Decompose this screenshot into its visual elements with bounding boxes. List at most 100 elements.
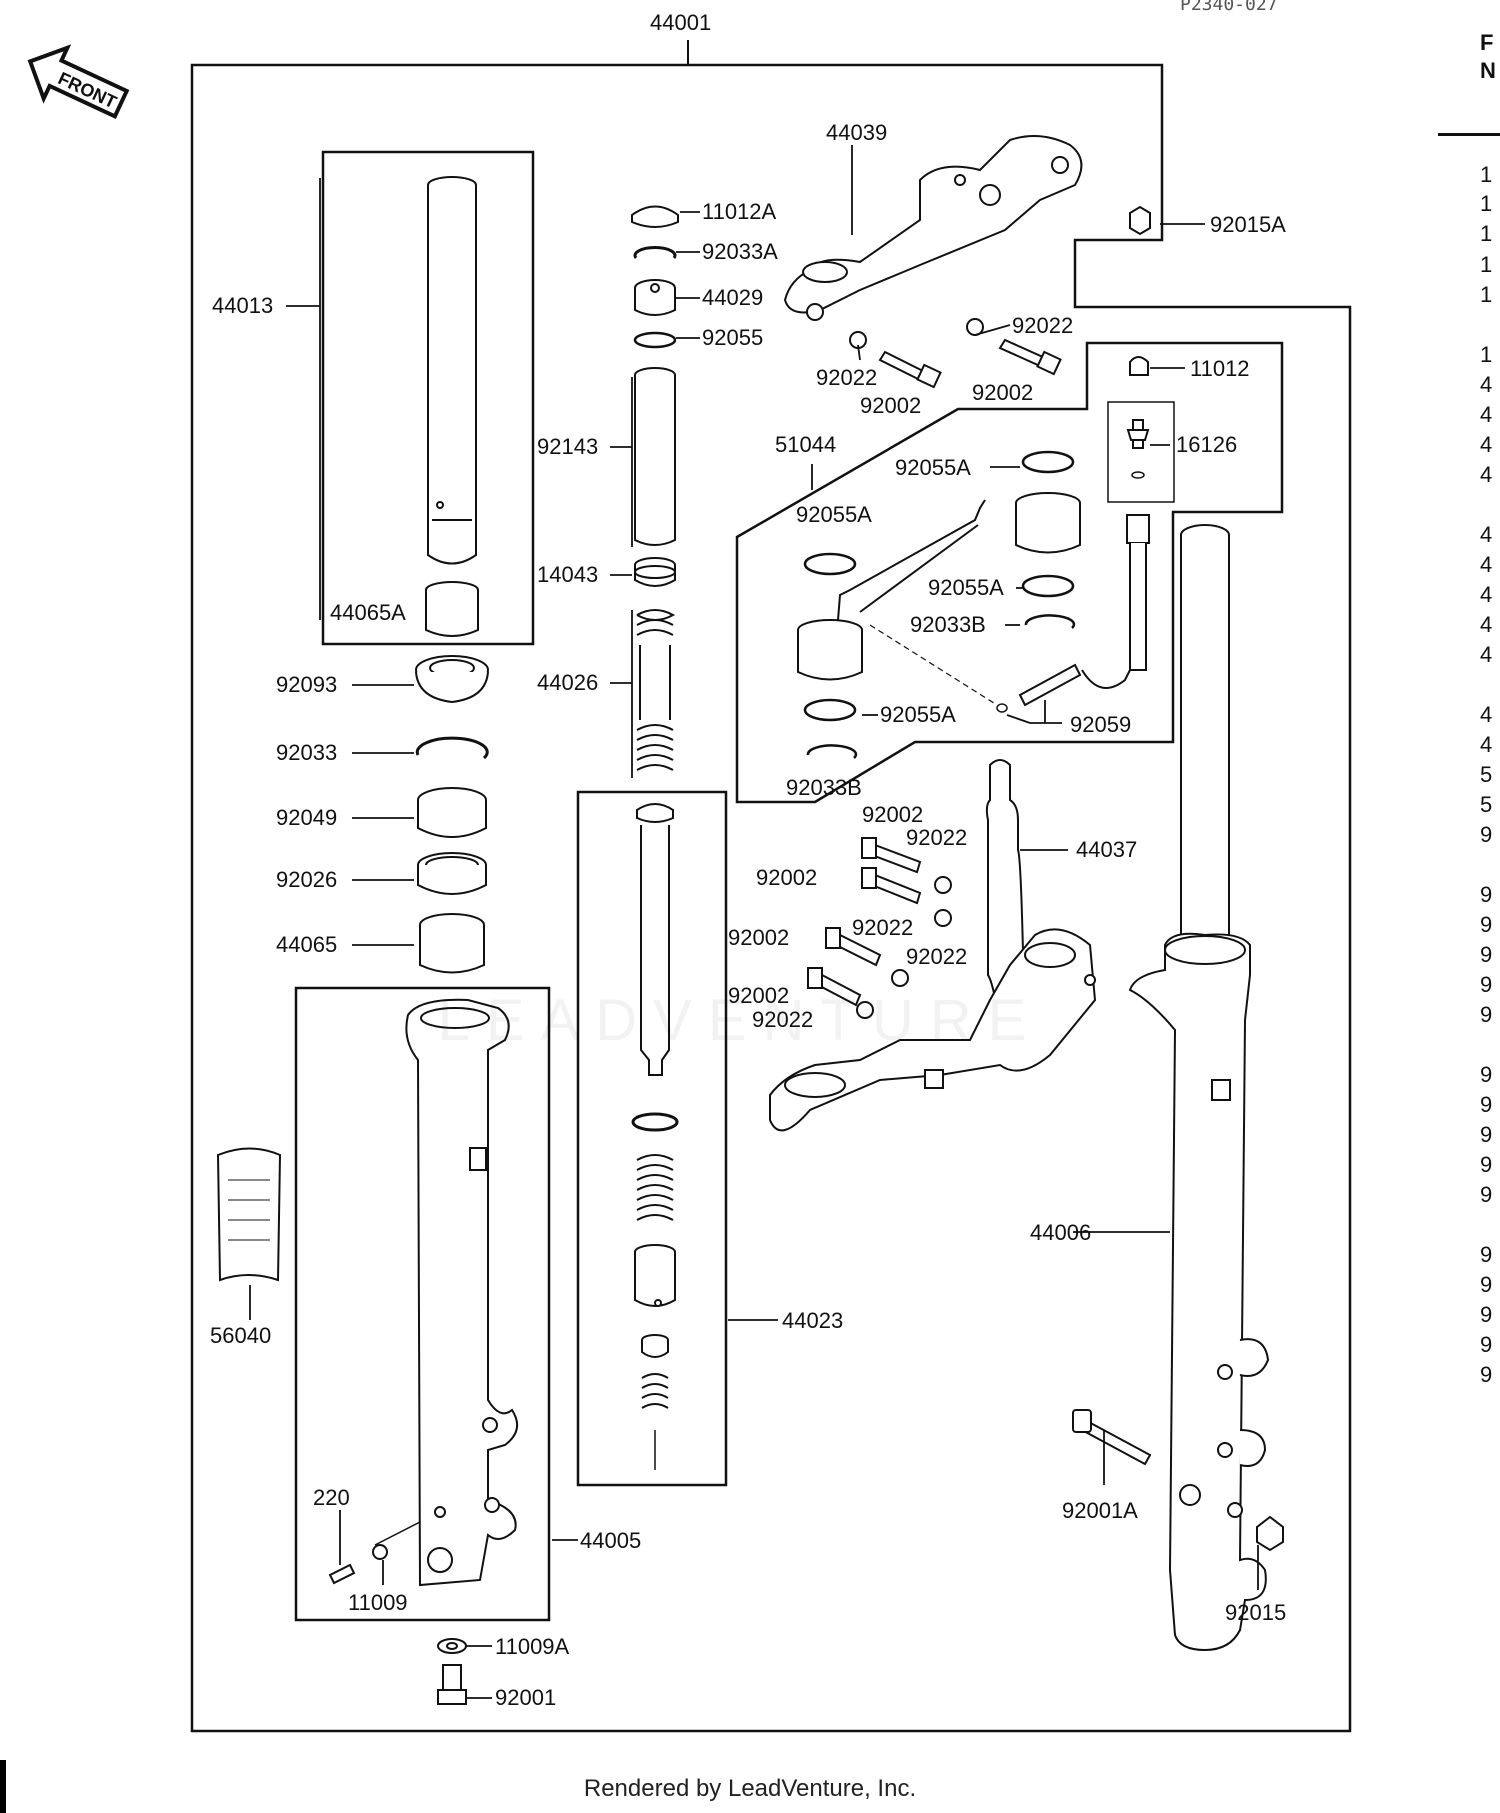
side-row: 1: [1480, 342, 1493, 367]
label-92055: 92055: [702, 325, 763, 350]
side-header-1: F: [1480, 30, 1494, 55]
nut-92015-part: [1256, 1515, 1284, 1552]
joint-lower-part: [797, 619, 863, 681]
label-44005: 44005: [580, 1528, 641, 1553]
bolt-92002-c: [861, 837, 922, 874]
oring-92055-part: [633, 331, 677, 349]
label-92055a-a: 92055A: [895, 455, 971, 480]
bushing-44065-part: [419, 913, 485, 974]
side-row: 1: [1480, 252, 1493, 277]
side-row: 4: [1480, 702, 1493, 727]
side-row: 9: [1480, 1002, 1493, 1027]
label-92001: 92001: [495, 1685, 556, 1710]
nut-92015a-part: [1129, 205, 1151, 236]
side-row: 9: [1480, 1182, 1493, 1207]
footer-credit: Rendered by LeadVenture, Inc.: [583, 1775, 917, 1802]
side-row: 4: [1480, 432, 1493, 457]
label-56040: 56040: [210, 1323, 271, 1348]
box-outer-tube-group: [321, 150, 535, 646]
side-row: 1: [1480, 282, 1493, 307]
side-row: 4: [1480, 402, 1493, 427]
leader-lines: [249, 145, 1259, 1699]
side-row: 5: [1480, 762, 1493, 787]
label-92033b-b: 92033B: [786, 775, 862, 800]
cap-11012-part: [1129, 356, 1149, 376]
valve-92059-part: [1018, 663, 1082, 707]
damper-piece-part: [634, 1244, 676, 1307]
ring-92026-part: [417, 852, 487, 895]
side-row: 4: [1480, 552, 1493, 577]
box-damper-group: [576, 790, 728, 1487]
side-row: 9: [1480, 912, 1493, 937]
upper-steering-bracket-part: [783, 135, 1083, 321]
washer-92022-d: [934, 909, 952, 927]
fork-spring-44026-part: [636, 609, 676, 771]
watermark: LEADVENTURE: [438, 988, 1043, 1053]
label-92055a-c: 92055A: [928, 575, 1004, 600]
damper-lock-part: [641, 1334, 669, 1358]
label-92015a: 92015A: [1210, 212, 1286, 237]
side-row: 1: [1480, 191, 1493, 216]
oring-92055a-top: [1021, 450, 1075, 474]
oil-seal-part: [415, 655, 489, 704]
label-44013: 44013: [212, 293, 273, 318]
label-220: 220: [313, 1485, 350, 1510]
label-44023: 44023: [782, 1308, 843, 1333]
plug-44029-part: [634, 279, 676, 316]
circlip-92033-part: [415, 736, 489, 760]
label-92002-f: 92002: [728, 983, 789, 1008]
circlip-92033a-part: [633, 246, 677, 259]
label-92022-a: 92022: [1012, 313, 1073, 338]
damper-rod-part: [636, 803, 674, 1076]
bolt-92002-e: [825, 927, 882, 967]
bolt-92002-part-b: [998, 338, 1062, 376]
side-row: 9: [1480, 822, 1493, 847]
washer-11009-part: [372, 1544, 388, 1560]
label-44037: 44037: [1076, 837, 1137, 862]
washer-92022-f: [856, 1001, 874, 1019]
side-row: 9: [1480, 882, 1493, 907]
label-92026: 92026: [276, 867, 337, 892]
side-row: 4: [1480, 582, 1493, 607]
label-92002-c: 92002: [862, 802, 923, 827]
box-lower-leg-group: [294, 986, 551, 1622]
part-labels: 44001 44039 92015A 44013 11012A 92033A 4…: [210, 10, 1286, 1710]
circlip-92033b-left: [806, 744, 858, 759]
small-spring-part: [641, 1373, 669, 1409]
assembly-boundary-44001: [190, 63, 1352, 1733]
label-44065: 44065: [276, 932, 337, 957]
label-92015: 92015: [1225, 1600, 1286, 1625]
side-row: 1: [1480, 221, 1493, 246]
side-row: 4: [1480, 642, 1493, 667]
right-fork-assembly-part: [1128, 524, 1270, 1652]
seat-14043-part: [634, 557, 676, 587]
side-row: 9: [1480, 1272, 1493, 1297]
side-row: 9: [1480, 1362, 1493, 1387]
label-92002-e: 92002: [728, 925, 789, 950]
cap-11012a-part: [631, 205, 679, 228]
side-row: 4: [1480, 462, 1493, 487]
side-row: 5: [1480, 792, 1493, 817]
oring-92055a-left: [803, 552, 857, 576]
front-arrow-icon: FRONT: [27, 44, 130, 119]
label-92022-c: 92022: [906, 825, 967, 850]
label-92055a-b: 92055A: [796, 502, 872, 527]
label-92093: 92093: [276, 672, 337, 697]
bolt-92002-d: [861, 867, 922, 905]
circlip-92033b-right: [1024, 614, 1076, 629]
reflector-decal-part: [216, 1147, 282, 1282]
label-44026: 44026: [537, 670, 598, 695]
air-hose-part: [1081, 514, 1150, 689]
label-92022-e: 92022: [906, 944, 967, 969]
side-row: 9: [1480, 1302, 1493, 1327]
label-92059: 92059: [1070, 712, 1131, 737]
label-92022-d: 92022: [852, 915, 913, 940]
label-92033: 92033: [276, 740, 337, 765]
reference-code: P2340-027: [1180, 0, 1278, 15]
label-11012: 11012: [1190, 356, 1250, 381]
side-header-2: N: [1480, 58, 1496, 83]
joint-upper-part: [1015, 492, 1081, 554]
label-44065a: 44065A: [330, 600, 406, 625]
label-92033a: 92033A: [702, 239, 778, 264]
lower-fork-leg-part: [405, 998, 519, 1587]
